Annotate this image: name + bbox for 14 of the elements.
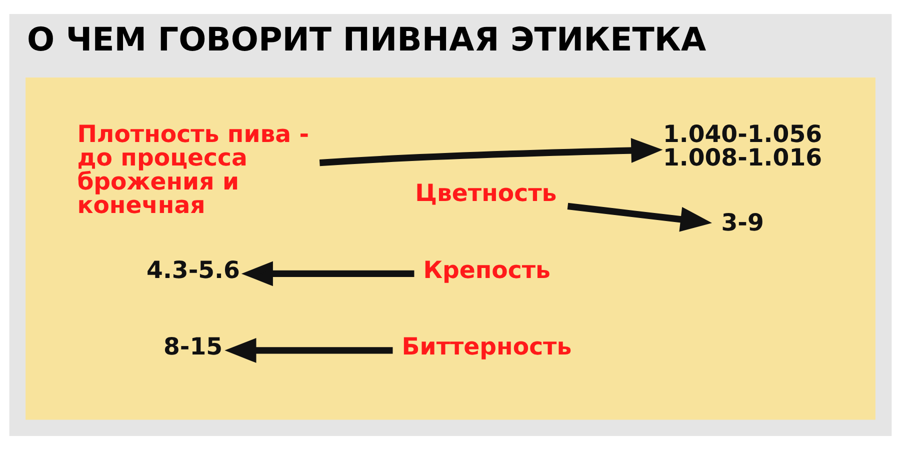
cluster — [25, 77, 875, 420]
node-text: Крепость — [422, 256, 550, 284]
node-text: 3-9 — [720, 208, 764, 237]
arrow — [566, 202, 712, 232]
node-text: 1.040-1.056 1.008-1.016 — [662, 120, 822, 172]
node-text: 4.3-5.6 — [146, 256, 240, 284]
node-text: Цветность — [414, 179, 556, 208]
node-text: Плотность пива - до процесса брожения и конечная — [76, 120, 309, 219]
node-text: 8-15 — [163, 332, 222, 361]
arrow — [318, 138, 662, 166]
diagram-title: О ЧЕМ ГОВОРИТ ПИВНАЯ ЭТИКЕТКА — [26, 20, 706, 58]
node-text: Биттерность — [401, 332, 572, 361]
arrow — [224, 338, 392, 363]
arrow — [240, 261, 414, 286]
